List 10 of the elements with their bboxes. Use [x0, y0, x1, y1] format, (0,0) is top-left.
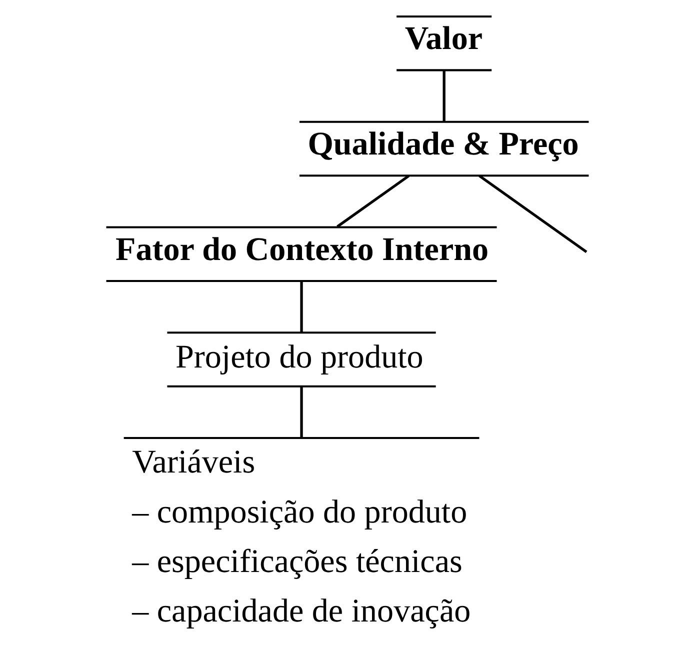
connector — [300, 281, 303, 332]
node-text: Projeto do produto — [175, 339, 424, 376]
connector — [478, 174, 588, 254]
connector — [442, 70, 446, 122]
connector — [336, 174, 410, 228]
node-text: Variáveis – composição do produto – especificações técnicas – capacidade de inovação — [132, 444, 471, 630]
node-text: Fator do Contexto Interno — [116, 232, 489, 268]
connector — [300, 386, 303, 438]
node-text: Qualidade & Preço — [308, 126, 579, 163]
node-text: Valor — [404, 21, 483, 58]
